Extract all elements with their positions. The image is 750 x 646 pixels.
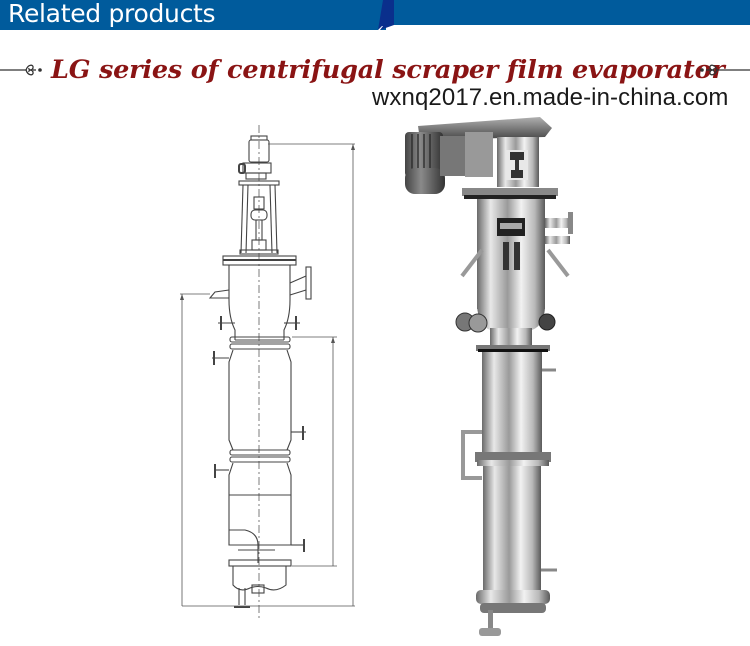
product-title: LG series of centrifugal scraper film ev… — [51, 55, 725, 85]
product-title-row: LG series of centrifugal scraper film ev… — [0, 52, 750, 88]
watermark-url: wxnq2017.en.made-in-china.com — [372, 84, 729, 111]
flourish-left-icon — [0, 64, 42, 76]
section-title: Related products — [8, 0, 216, 28]
technical-drawing-image — [180, 125, 355, 618]
section-header-bar-right — [380, 0, 750, 25]
section-header-bar — [0, 0, 386, 30]
product-photo-image — [405, 117, 573, 636]
header-slash-accent — [378, 0, 394, 30]
flourish-right-icon — [700, 64, 750, 76]
